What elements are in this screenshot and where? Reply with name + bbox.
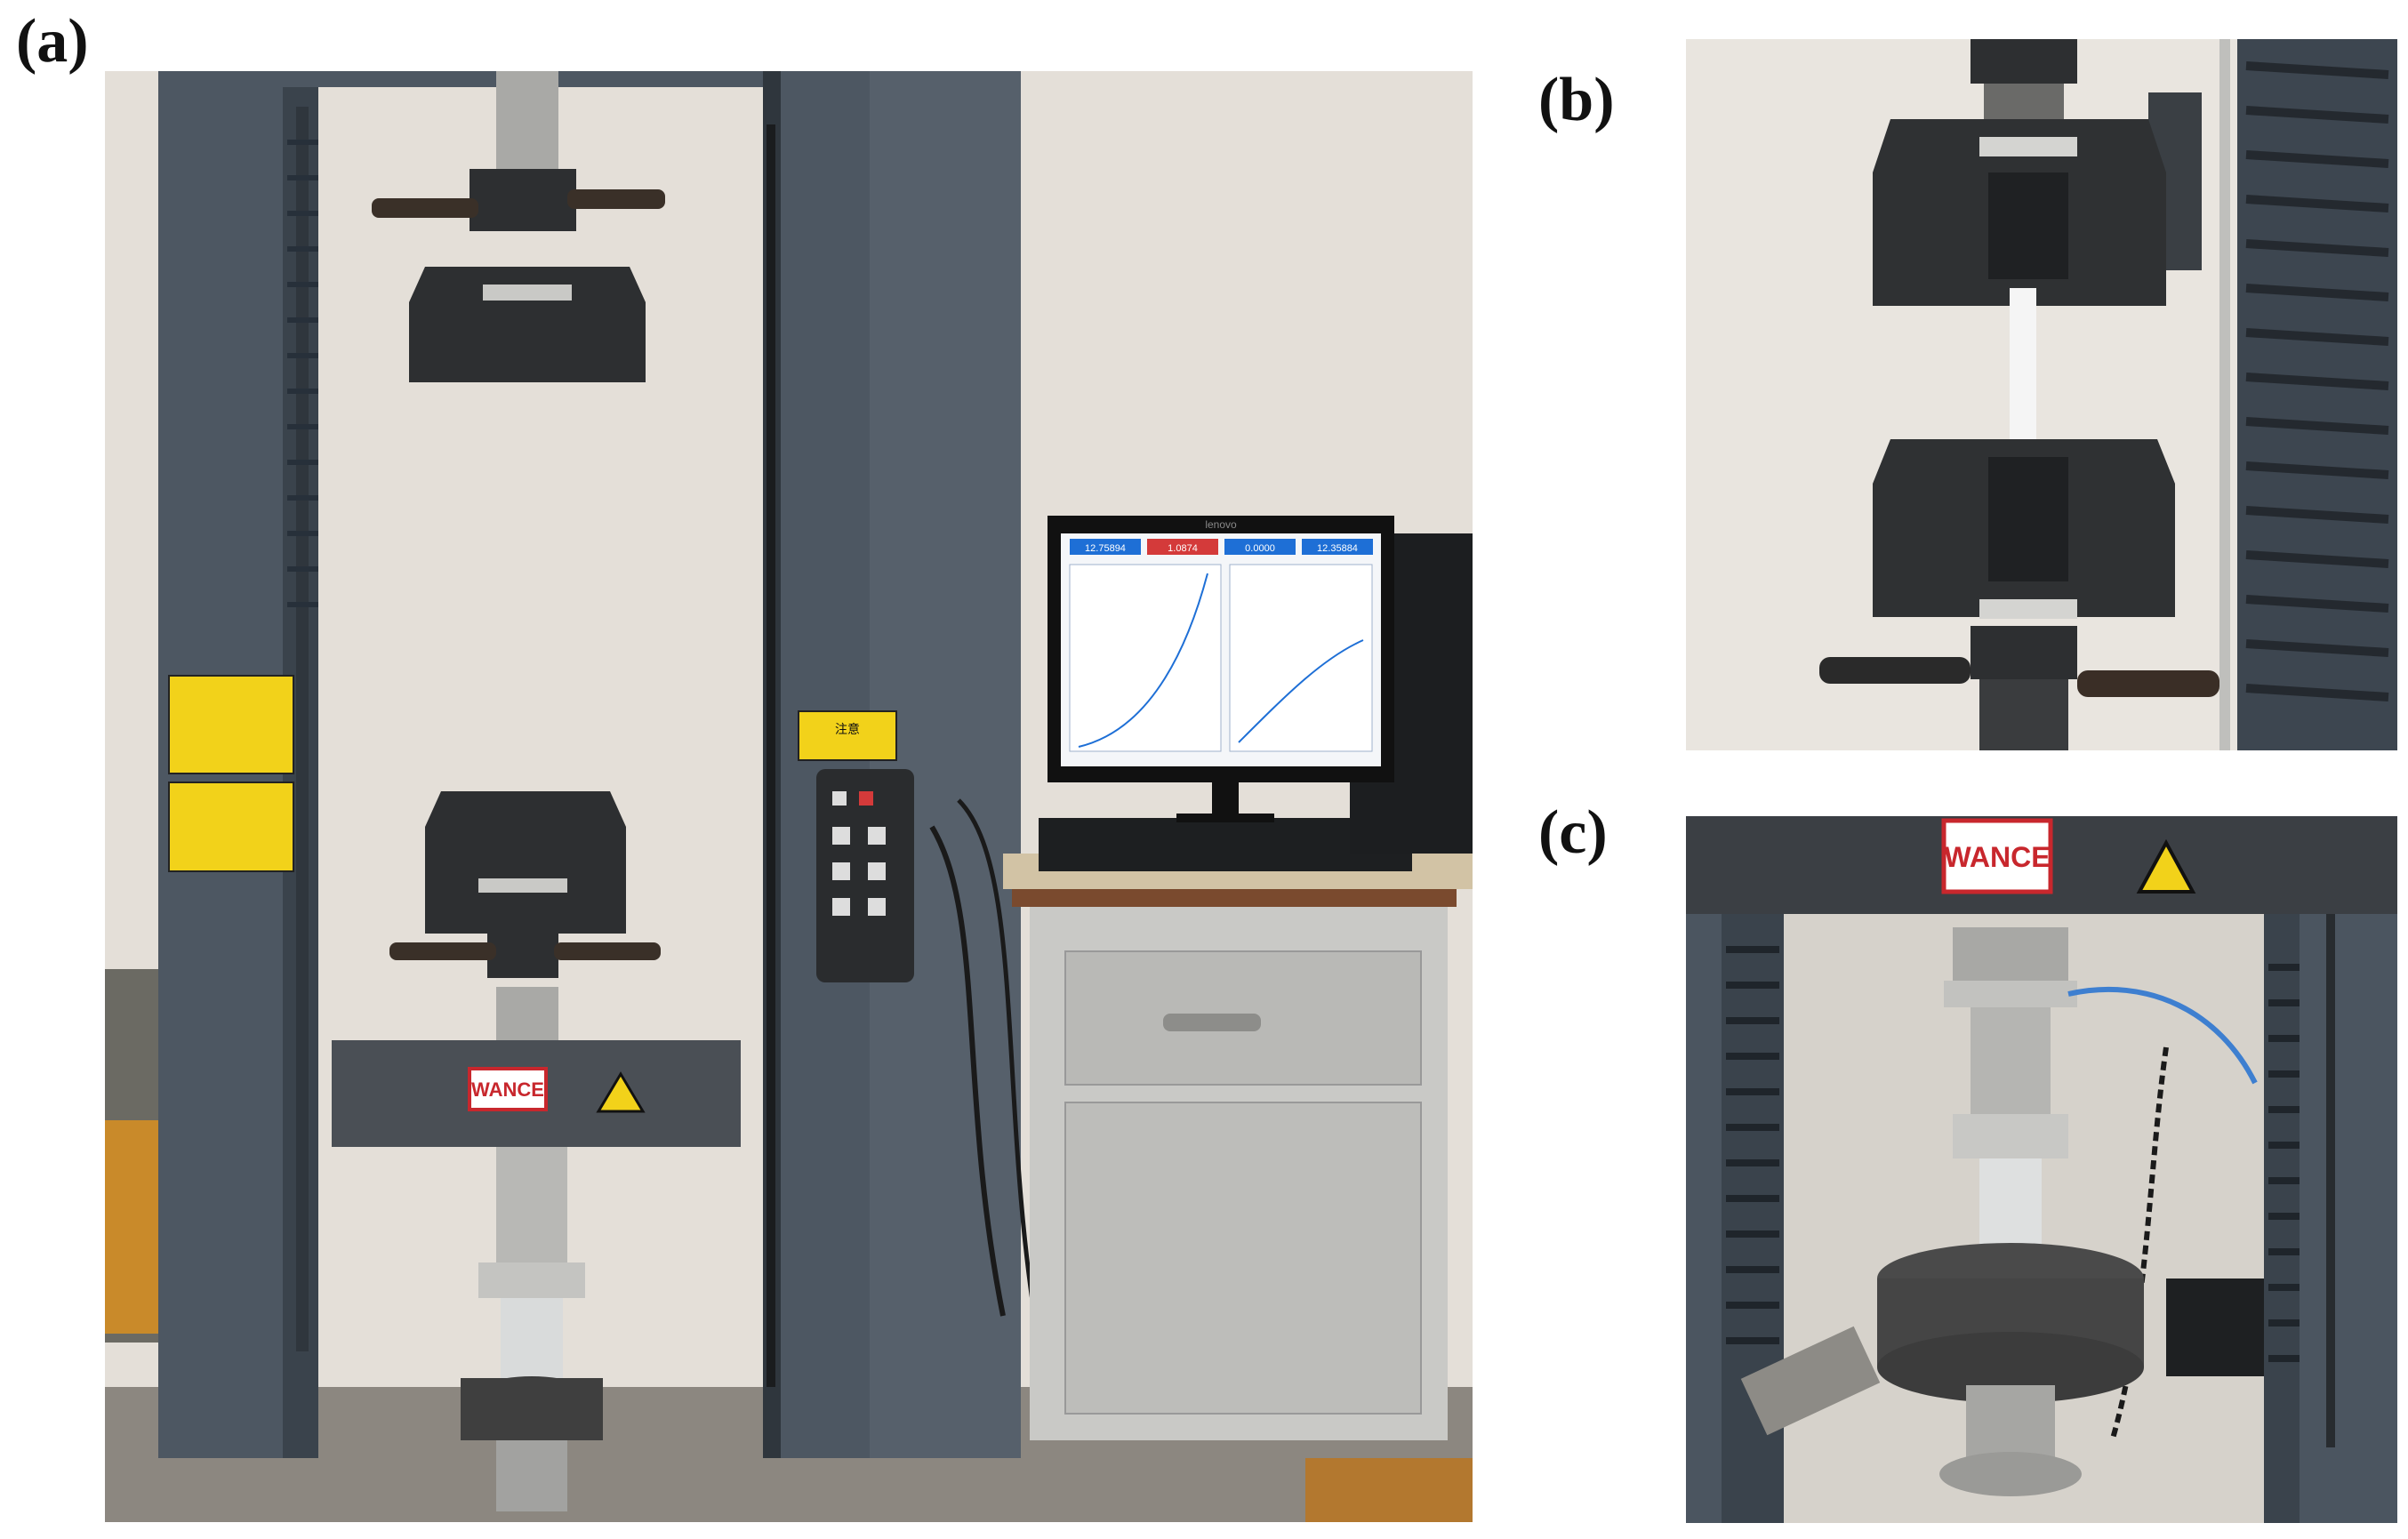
warning-label-2 — [168, 782, 294, 872]
screen-readout-4: 12.35884 — [1317, 543, 1358, 554]
control-pendant — [816, 769, 914, 982]
notice-label — [798, 710, 897, 761]
wance-plate-a-text: WANCE — [471, 1078, 544, 1101]
screen-readout-3: 0.0000 — [1245, 543, 1275, 554]
screen-readout-2: 1.0874 — [1168, 543, 1198, 554]
notice-label-title: 注意 — [835, 722, 860, 737]
panel-label-a: (a) — [16, 7, 89, 76]
wance-plate-a — [468, 1067, 548, 1111]
photo-b-tensile-grips — [1686, 39, 2397, 750]
wance-plate-c — [1941, 818, 2053, 894]
screen-readout-1: 12.75894 — [1085, 543, 1126, 554]
hazard-triangle-icon — [596, 1071, 646, 1113]
hazard-triangle-icon-c — [2136, 838, 2196, 894]
monitor-brand-text: lenovo — [1205, 518, 1237, 531]
wance-plate-c-text: WANCE — [1944, 841, 2050, 873]
panel-label-c: (c) — [1538, 798, 1608, 867]
photo-c-illustration: WANCE — [1686, 816, 2397, 1523]
photo-b-illustration — [1686, 39, 2397, 750]
photo-c-compression-fixture: WANCE — [1686, 816, 2397, 1523]
right-column — [781, 71, 870, 1458]
load-cell — [1953, 927, 2068, 981]
photo-a-testing-machine-overview: WANCE 注意 lenovo — [105, 71, 1473, 1522]
warning-label-1 — [168, 675, 294, 774]
lower-grip — [425, 791, 626, 934]
photo-a-illustration: WANCE 注意 lenovo — [105, 71, 1473, 1522]
panel-label-b: (b) — [1538, 66, 1615, 134]
upper-grip — [409, 267, 646, 382]
specimen-a — [501, 1298, 563, 1378]
